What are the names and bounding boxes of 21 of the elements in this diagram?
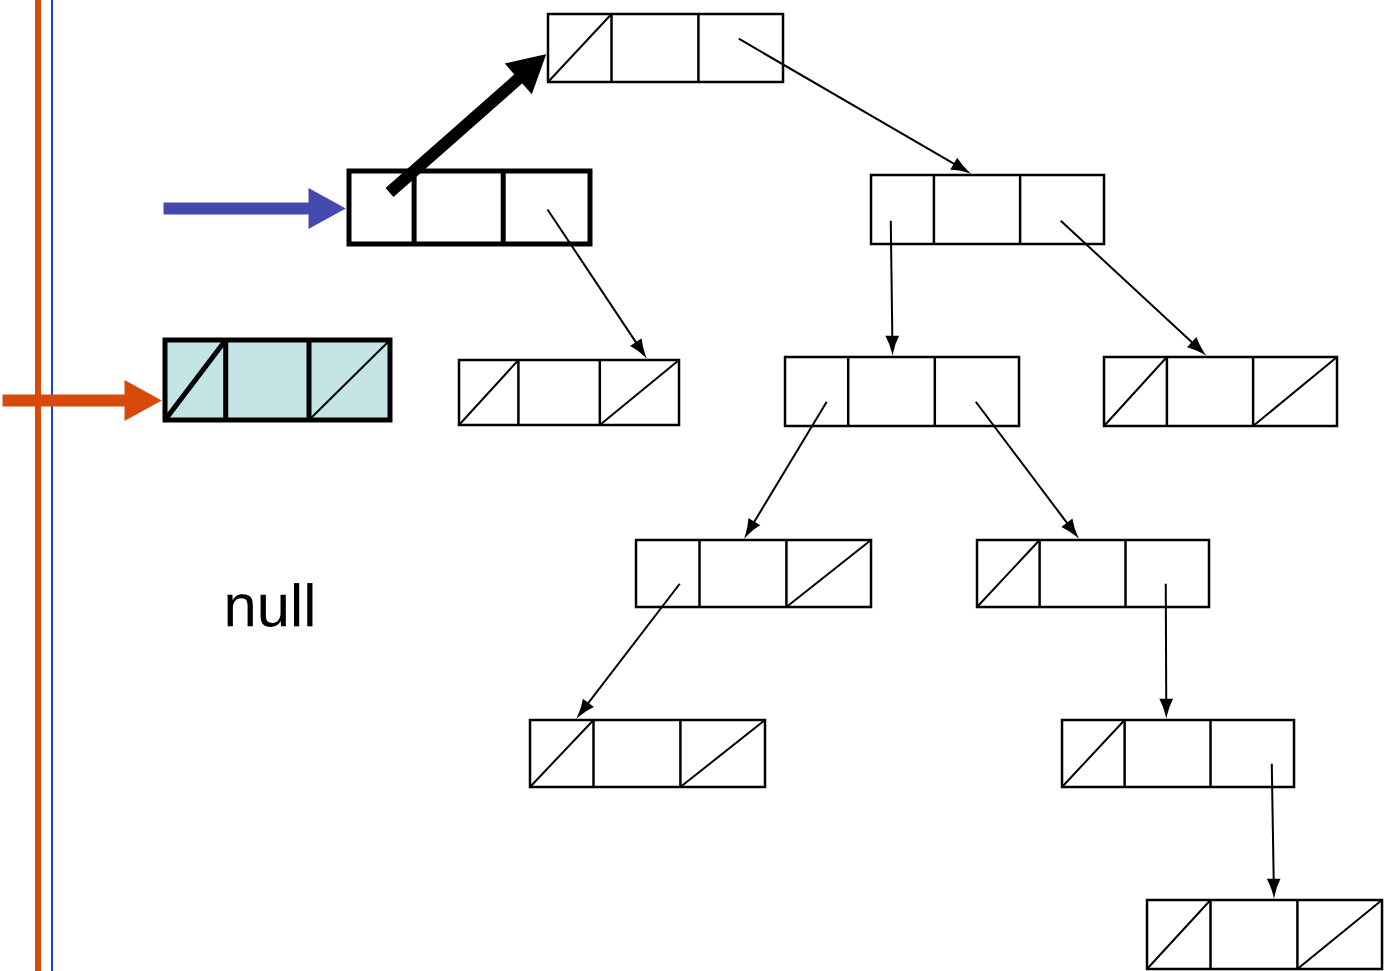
record-box (1145, 898, 1384, 971)
arrow (1267, 762, 1280, 896)
arrow (737, 37, 969, 173)
record-box (783, 355, 1021, 428)
record-box (546, 12, 785, 84)
arrow (745, 400, 828, 536)
record-box (634, 538, 873, 609)
record-box (457, 358, 681, 427)
arrow (546, 208, 646, 357)
record-box (1060, 718, 1296, 789)
arrow (1159, 582, 1173, 716)
record-box (1102, 355, 1339, 428)
arrow (577, 582, 681, 717)
record-box (975, 538, 1211, 609)
record-box (346, 168, 593, 247)
record-box (528, 718, 767, 789)
null-label: null (227, 583, 313, 627)
record-box (869, 173, 1106, 246)
arrow (1059, 219, 1205, 354)
arrow (974, 400, 1078, 537)
record-box (162, 337, 393, 423)
